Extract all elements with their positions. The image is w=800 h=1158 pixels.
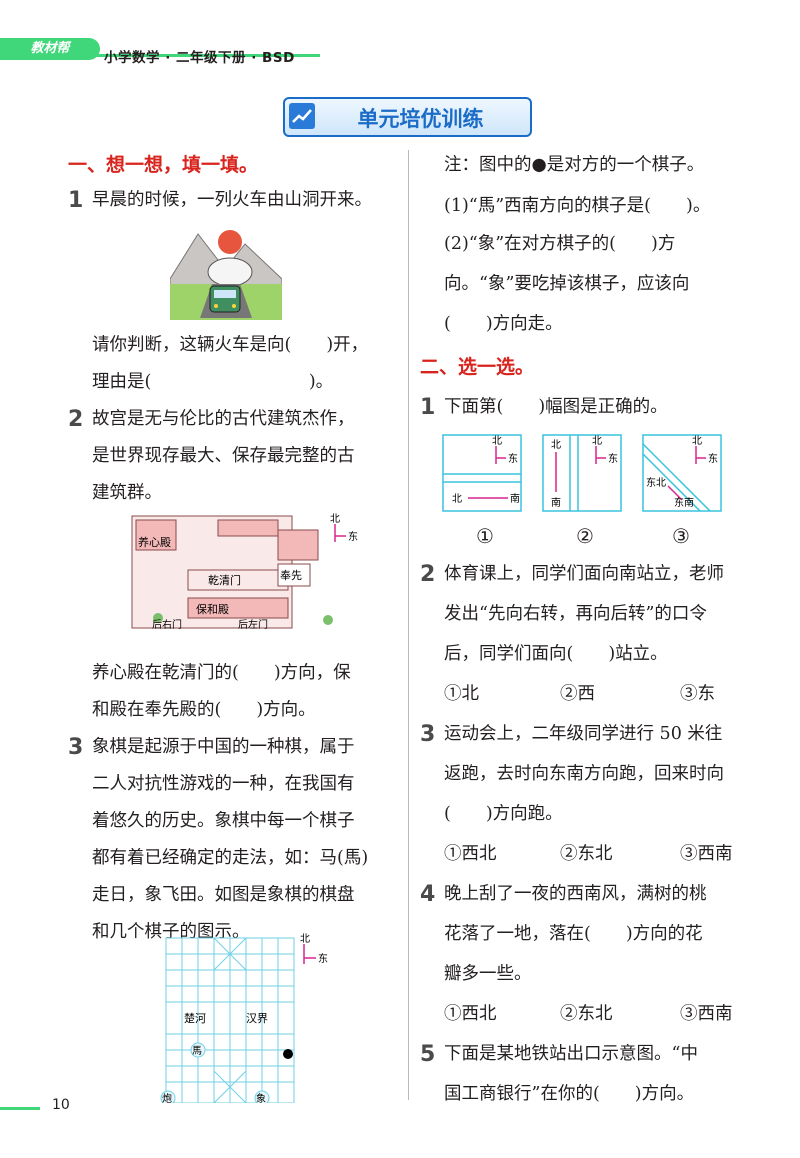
question-number: 1 xyxy=(420,395,436,420)
note-text: 注：图中的●是对方的一个棋子。 xyxy=(444,155,705,175)
figure-label-3: ③ xyxy=(672,524,690,548)
question-text: 二人对抗性游戏的一种，在我国有 xyxy=(92,774,355,794)
fig3-east: 东 xyxy=(708,452,718,465)
question-text: 理由是( )。 xyxy=(92,372,334,392)
question-text: 下面是某地铁站出口示意图。“中 xyxy=(444,1044,698,1064)
section-heading-2: 二、选一选。 xyxy=(420,356,535,378)
question-text: 国工商银行”在你的( )方向。 xyxy=(444,1084,695,1104)
fig1-east: 东 xyxy=(508,452,518,465)
fig3-north: 北 xyxy=(692,435,702,447)
fig1-north: 北 xyxy=(492,435,502,447)
fig3-east-2: 东北 xyxy=(646,476,666,489)
question-text: ( )方向走。 xyxy=(444,314,563,334)
palace-map: 养心殿 乾清门 奉先 保和殿 后右门 后左门 北 东 xyxy=(128,510,368,638)
direction-figures: 北 东 北 南 北 南 北 东 北 东 东北 东南 xyxy=(440,432,730,546)
option-2: ②东北 xyxy=(560,844,613,864)
question-text: 瓣多一些。 xyxy=(444,964,532,984)
header-tag: 教材帮 xyxy=(0,38,100,60)
question-text: 运动会上，二年级同学进行 50 米往 xyxy=(444,724,723,744)
question-number: 5 xyxy=(420,1042,436,1067)
board-north: 北 xyxy=(300,933,310,945)
map-label-houzuo: 后左门 xyxy=(238,618,268,631)
fig2-north-2: 北 xyxy=(592,435,602,447)
figure-label-1: ① xyxy=(476,524,494,548)
option-1: ①西北 xyxy=(444,844,497,864)
fig2-east: 东 xyxy=(608,452,618,465)
question-text: 养心殿在乾清门的( )方向，保 xyxy=(92,663,351,683)
option-3: ③西南 xyxy=(680,844,733,864)
board-east: 东 xyxy=(318,952,328,965)
option-1: ①北 xyxy=(444,684,479,704)
option-3: ③东 xyxy=(680,684,715,704)
question-text: 晚上刮了一夜的西南风，满树的桃 xyxy=(444,884,707,904)
footer-rule xyxy=(0,1107,40,1110)
chess-board: 楚河 汉界 馬 炮 象 北 东 xyxy=(158,928,336,1107)
piece-xiang: 象 xyxy=(256,1093,266,1103)
train-tunnel-illustration xyxy=(169,224,283,324)
question-text: 向。“象”要吃掉该棋子，应该向 xyxy=(444,274,690,294)
column-divider xyxy=(408,150,409,1100)
compass-east: 东 xyxy=(348,530,358,543)
page-title: 单元培优训练 xyxy=(357,107,484,131)
map-label-fengxian: 奉先 xyxy=(280,568,302,582)
piece-ma: 馬 xyxy=(192,1045,202,1057)
fig1-north-2: 北 xyxy=(452,493,462,505)
unit-title-box: 单元培优训练 xyxy=(283,97,532,137)
question-text: 是世界现存最大、保存最完整的古 xyxy=(92,446,355,466)
question-text: 下面第( )幅图是正确的。 xyxy=(444,397,668,417)
board-chuhe: 楚河 xyxy=(184,1011,206,1025)
page-number: 10 xyxy=(52,1097,70,1113)
header-rule xyxy=(0,54,320,57)
question-number: 2 xyxy=(420,562,436,587)
question-number: 3 xyxy=(420,722,436,747)
question-number: 4 xyxy=(420,882,436,907)
question-text: 象棋是起源于中国的一种棋，属于 xyxy=(92,737,355,757)
option-2: ②东北 xyxy=(560,1004,613,1024)
question-text: (1)“馬”西南方向的棋子是( )。 xyxy=(444,196,711,216)
question-text: (2)“象”在对方棋子的( )方 xyxy=(444,234,676,254)
question-text: 花落了一地，落在( )方向的花 xyxy=(444,924,703,944)
compass-north: 北 xyxy=(330,513,340,525)
piece-pao: 炮 xyxy=(162,1092,172,1103)
map-label-baohe: 保和殿 xyxy=(196,602,229,616)
question-text: 返跑，去时向东南方向跑，回来时向 xyxy=(444,764,724,784)
question-text: 都有着已经确定的走法，如：马(馬) xyxy=(92,848,369,868)
question-number: 1 xyxy=(68,188,84,213)
question-text: ( )方向跑。 xyxy=(444,804,563,824)
fig2-south: 南 xyxy=(551,496,561,509)
map-label-houyou: 后右门 xyxy=(152,618,182,631)
question-text: 故宫是无与伦比的古代建筑杰作， xyxy=(92,409,355,429)
question-text: 着悠久的历史。象棋中每一个棋子 xyxy=(92,811,355,831)
question-text: 早晨的时候，一列火车由山洞开来。 xyxy=(92,190,372,210)
fig2-north: 北 xyxy=(551,439,561,451)
section-heading-1: 一、想一想，填一填。 xyxy=(68,154,259,176)
fig3-south: 东南 xyxy=(674,496,694,509)
question-text: 和殿在奉先殿的( )方向。 xyxy=(92,700,316,720)
question-text: 请你判断，这辆火车是向( )开， xyxy=(92,335,369,355)
figure-label-2: ② xyxy=(576,524,594,548)
question-text: 走日，象飞田。如图是象棋的棋盘 xyxy=(92,885,355,905)
question-number: 2 xyxy=(68,407,84,432)
board-hanjie: 汉界 xyxy=(246,1012,268,1025)
question-text: 后，同学们面向( )站立。 xyxy=(444,644,668,664)
map-label-qianqing: 乾清门 xyxy=(208,573,241,587)
option-1: ①西北 xyxy=(444,1004,497,1024)
question-text: 体育课上，同学们面向南站立，老师 xyxy=(444,564,724,584)
question-text: 发出“先向右转，再向后转”的口令 xyxy=(444,604,707,624)
question-text: 和几个棋子的图示。 xyxy=(92,922,250,942)
map-label-yangxin: 养心殿 xyxy=(138,535,171,549)
question-number: 3 xyxy=(68,735,84,760)
question-text: 建筑群。 xyxy=(92,483,162,503)
chart-trend-icon xyxy=(289,103,315,129)
option-3: ③西南 xyxy=(680,1004,733,1024)
book-title: 小学数学 · 二年级下册 · BSD xyxy=(104,50,295,66)
option-2: ②西 xyxy=(560,684,595,704)
fig1-south: 南 xyxy=(510,492,520,505)
